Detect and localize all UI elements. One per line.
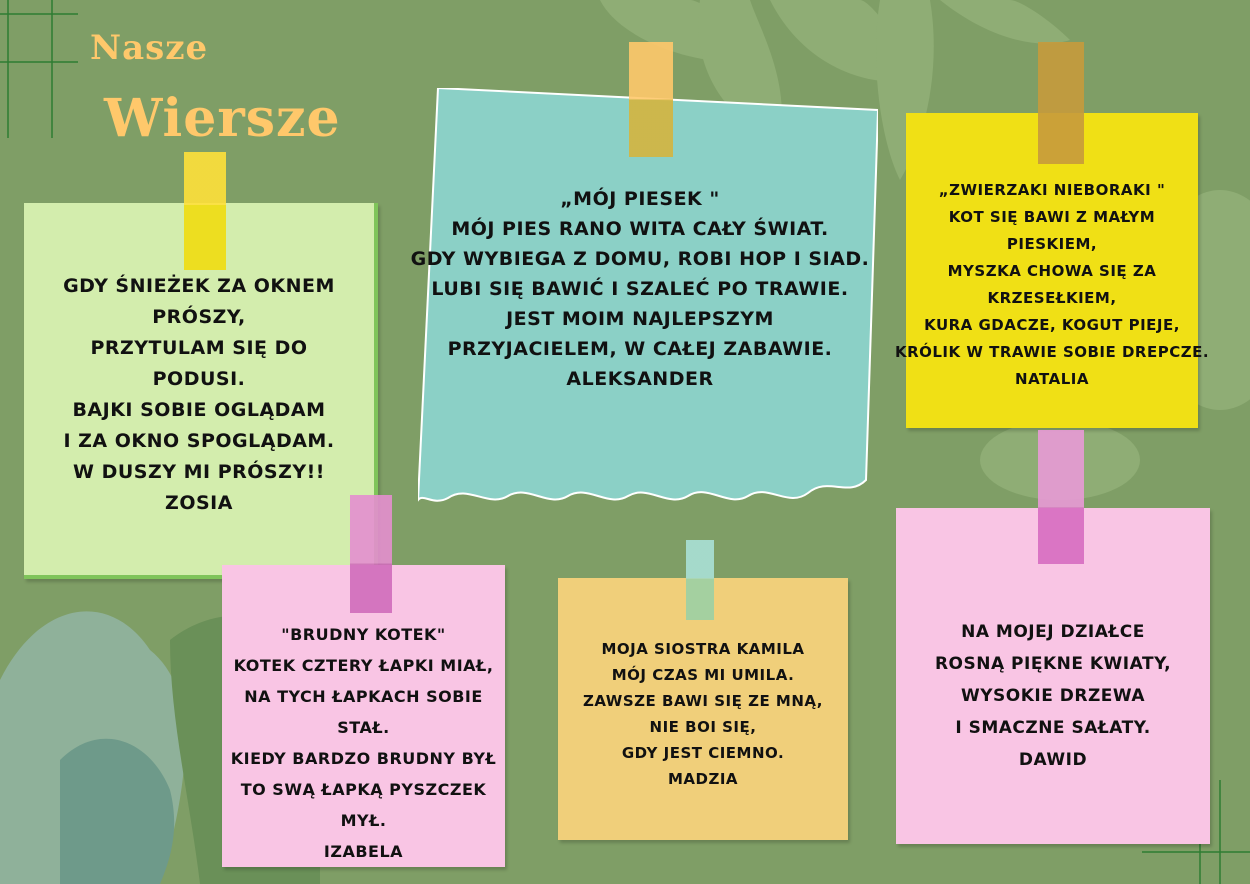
poem-line: MYŁ. (340, 811, 387, 830)
poem-author: DAWID (1018, 750, 1088, 770)
poem-line: GDY WYBIEGA Z DOMU, ROBI HOP I SIAD. (410, 248, 870, 270)
poem-line: JEST MOIM NAJLEPSZYM (506, 308, 774, 330)
poem-line: MÓJ CZAS MI UMILA. (611, 666, 795, 684)
poem-line: KRÓLIK W TRAWIE SOBIE DREPCZE. (894, 343, 1210, 361)
poem-line: ROSNĄ PIĘKNE KWIATY, (934, 654, 1172, 674)
poem-line: KOTEK CZTERY ŁAPKI MIAŁ, (233, 656, 494, 675)
poem-line: PODUSI. (152, 368, 246, 390)
tape-brown (1038, 42, 1084, 164)
tape-mint (686, 540, 714, 620)
poem-line: GDY JEST CIEMNO. (621, 744, 785, 762)
poem-note-madzia: MOJA SIOSTRA KAMILA MÓJ CZAS MI UMILA. Z… (558, 578, 848, 840)
poem-line: TO SWĄ ŁAPKĄ PYSZCZEK (240, 780, 487, 799)
poem-line: MÓJ PIES RANO WITA CAŁY ŚWIAT. (451, 218, 829, 240)
title-line-1: Nasze (90, 28, 209, 68)
poem-author: NATALIA (1015, 370, 1089, 388)
poem-line: I SMACZNE SAŁATY. (955, 718, 1151, 738)
poem-line: PRÓSZY, (152, 306, 246, 328)
poem-title: "BRUDNY KOTEK" (281, 625, 446, 644)
poem-line: ZAWSZE BAWI SIĘ ZE MNĄ, (583, 692, 823, 710)
tape-pink (350, 495, 392, 613)
tape-pink (1038, 430, 1084, 564)
poem-line: MYSZKA CHOWA SIĘ ZA (947, 262, 1157, 280)
poem-line: NA TYCH ŁAPKACH SOBIE (244, 687, 483, 706)
poem-line: I ZA OKNO SPOGLĄDAM. (63, 430, 335, 452)
poem-author: MADZIA (667, 770, 739, 788)
poem-note-natalia: „ZWIERZAKI NIEBORAKI " KOT SIĘ BAWI Z MA… (895, 113, 1209, 428)
poem-note-izabela: "BRUDNY KOTEK" KOTEK CZTERY ŁAPKI MIAŁ, … (222, 565, 505, 867)
poem-note-dawid: NA MOJEJ DZIAŁCE ROSNĄ PIĘKNE KWIATY, WY… (896, 508, 1210, 844)
poem-line: KOT SIĘ BAWI Z MAŁYM (948, 208, 1156, 226)
poem-line: STAŁ. (337, 718, 390, 737)
title-line-2: Wiersze (104, 88, 341, 149)
poem-line: GDY ŚNIEŻEK ZA OKNEM (63, 275, 335, 297)
poem-line: BAJKI SOBIE OGLĄDAM (72, 399, 326, 421)
torn-paper-shape (418, 88, 878, 502)
poem-line: PRZYJACIELEM, W CAŁEJ ZABAWIE. (447, 338, 833, 360)
poem-line: LUBI SIĘ BAWIĆ I SZALEĆ PO TRAWIE. (431, 278, 849, 300)
tape-orange (629, 42, 673, 157)
poem-author: ALEKSANDER (566, 368, 714, 390)
poem-line: W DUSZY MI PRÓSZY!! (73, 461, 325, 483)
poem-line: KURA GDACZE, KOGUT PIEJE, (924, 316, 1180, 334)
poem-line: WYSOKIE DRZEWA (960, 686, 1146, 706)
grid-decoration-top-left (0, 0, 78, 138)
poem-line: PIESKIEM, (1006, 235, 1098, 253)
poem-title: „ZWIERZAKI NIEBORAKI " (938, 181, 1166, 199)
poem-line: KIEDY BARDZO BRUDNY BYŁ (230, 749, 497, 768)
poem-author: ZOSIA (165, 492, 233, 514)
tape-yellow (184, 152, 226, 270)
poem-title: „MÓJ PIESEK " (560, 188, 720, 210)
poem-note-aleksander: „MÓJ PIESEK " MÓJ PIES RANO WITA CAŁY ŚW… (411, 160, 869, 440)
poem-line: NA MOJEJ DZIAŁCE (961, 622, 1145, 642)
poem-line: MOJA SIOSTRA KAMILA (601, 640, 805, 658)
poem-author: IZABELA (323, 842, 404, 861)
poem-line: PRZYTULAM SIĘ DO (90, 337, 308, 359)
poem-line: NIE BOI SIĘ, (649, 718, 757, 736)
poem-line: KRZESEŁKIEM, (987, 289, 1117, 307)
